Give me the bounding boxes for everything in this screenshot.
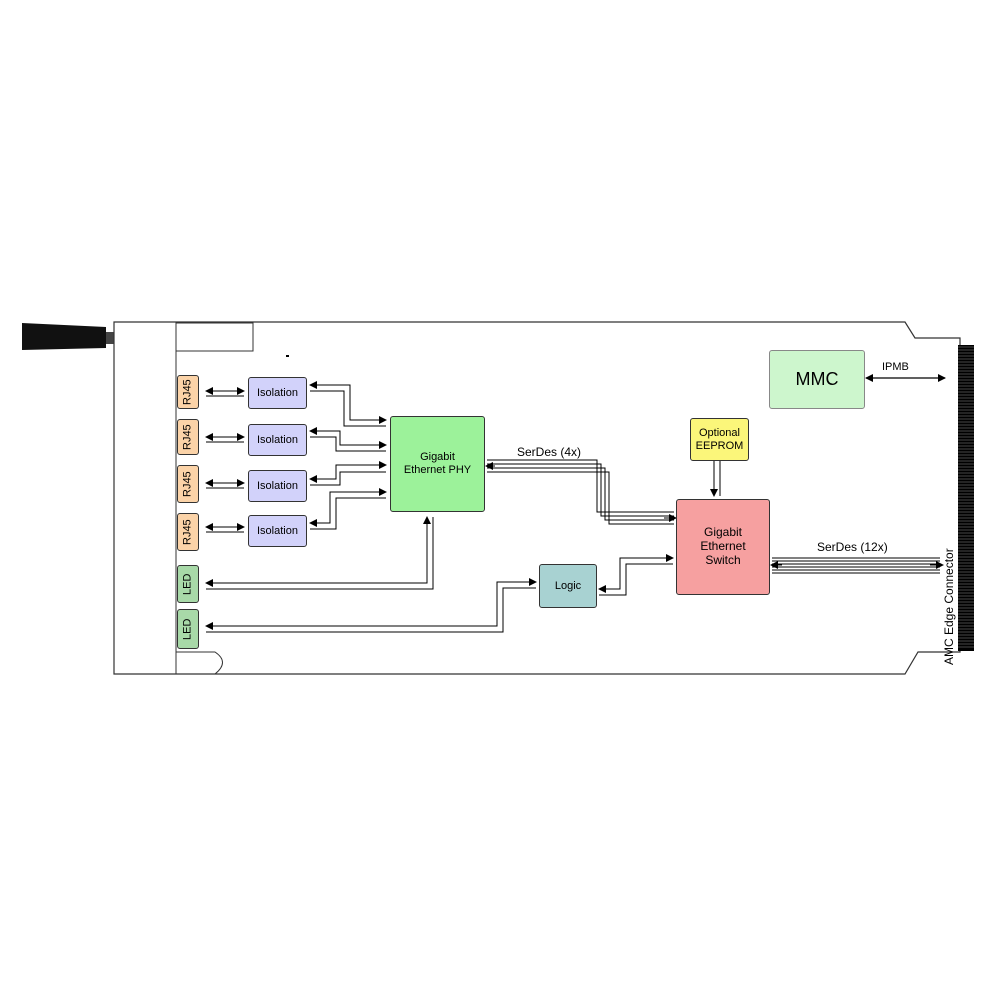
gigabit-ethernet-phy: Gigabit Ethernet PHY (390, 416, 485, 512)
rj45-port-4: RJ45 (177, 513, 199, 551)
board-handle (22, 323, 106, 350)
serdes-12x-label: SerDes (12x) (817, 540, 888, 554)
led-1: LED (177, 565, 199, 603)
amc-edge-connector-fingers (958, 345, 974, 651)
board-mark (286, 355, 289, 357)
faceplate-top-panel (175, 322, 254, 352)
serdes-4x-label: SerDes (4x) (517, 445, 582, 459)
faceplate-bottom-tab (176, 651, 223, 675)
rj45-port-2: RJ45 (177, 419, 199, 455)
isolation-block-1: Isolation (248, 377, 307, 409)
ipmb-label: IPMB (882, 361, 909, 373)
serdes-4x-bus (485, 459, 677, 525)
led-2: LED (177, 609, 199, 649)
logic-led-link (205, 578, 537, 633)
amc-edge-connector-label: AMC Edge Connector (942, 548, 956, 665)
mmc-block: MMC (769, 350, 865, 409)
serdes-12x-bus (770, 557, 944, 574)
logic-block: Logic (539, 564, 597, 608)
rj45-port-1: RJ45 (177, 375, 199, 409)
eeprom-switch-link (710, 461, 721, 497)
isolation-block-4: Isolation (248, 515, 307, 547)
optional-eeprom: Optional EEPROM (690, 418, 749, 461)
gigabit-ethernet-switch: Gigabit Ethernet Switch (676, 499, 770, 595)
isolation-block-2: Isolation (248, 424, 307, 456)
logic-switch-link (598, 554, 674, 596)
isolation-block-3: Isolation (248, 470, 307, 502)
handle-stub (106, 332, 114, 344)
rj45-port-3: RJ45 (177, 465, 199, 503)
